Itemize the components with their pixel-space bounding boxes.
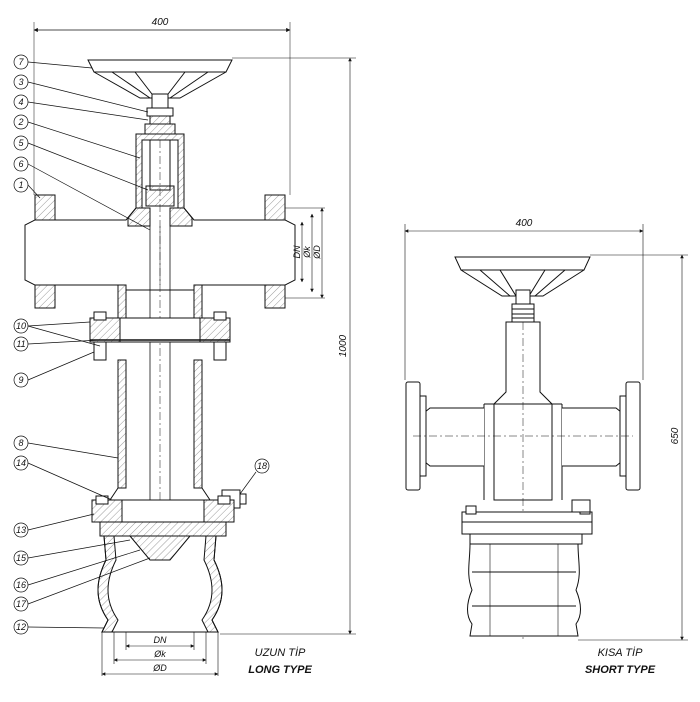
long-type-text: 400 1000 DN Øk ØD DN Øk ØD UZUN TİP LONG… — [16, 17, 349, 676]
long-type-drawing — [14, 22, 356, 676]
balloon-label-13: 13 — [16, 525, 26, 535]
long-base-ok-label: Øk — [153, 649, 166, 659]
balloon-label-6: 6 — [18, 159, 23, 169]
long-flange-ok-label: Øk — [302, 246, 312, 259]
short-lower-flange — [462, 500, 592, 544]
long-cross-body — [25, 195, 295, 500]
balloon-label-18: 18 — [257, 461, 267, 471]
short-width-label: 400 — [516, 218, 533, 229]
balloon-label-9: 9 — [18, 375, 23, 385]
long-base-dn-label: DN — [154, 635, 167, 645]
balloon-label-8: 8 — [18, 438, 23, 448]
short-base-bowl — [468, 544, 581, 636]
long-caption-tr: UZUN TİP — [255, 647, 306, 659]
balloon-label-2: 2 — [17, 117, 23, 127]
long-height-dimension — [220, 58, 356, 634]
long-caption-en: LONG TYPE — [248, 664, 312, 676]
balloon-label-4: 4 — [18, 97, 23, 107]
short-type-drawing — [405, 224, 688, 640]
balloon-label-15: 15 — [16, 553, 27, 563]
short-handwheel — [455, 257, 590, 322]
long-flange-od-label: ØD — [312, 245, 322, 260]
short-height-label: 650 — [670, 427, 681, 444]
short-caption-tr: KISA TİP — [598, 647, 643, 659]
long-width-label: 400 — [152, 17, 169, 28]
balloon-label-14: 14 — [16, 458, 26, 468]
balloon-label-3: 3 — [18, 77, 23, 87]
balloon-label-16: 16 — [16, 580, 26, 590]
balloon-label-17: 17 — [16, 599, 27, 609]
balloon-label-1: 1 — [18, 180, 23, 190]
short-caption-en: SHORT TYPE — [585, 664, 656, 676]
balloon-label-11: 11 — [16, 339, 25, 349]
long-height-label: 1000 — [338, 334, 349, 357]
balloon-label-12: 12 — [16, 622, 26, 632]
long-flange-dn-label: DN — [292, 245, 302, 258]
balloon-label-10: 10 — [16, 321, 26, 331]
long-base-od-label: ØD — [152, 663, 167, 673]
long-handwheel — [88, 60, 232, 134]
